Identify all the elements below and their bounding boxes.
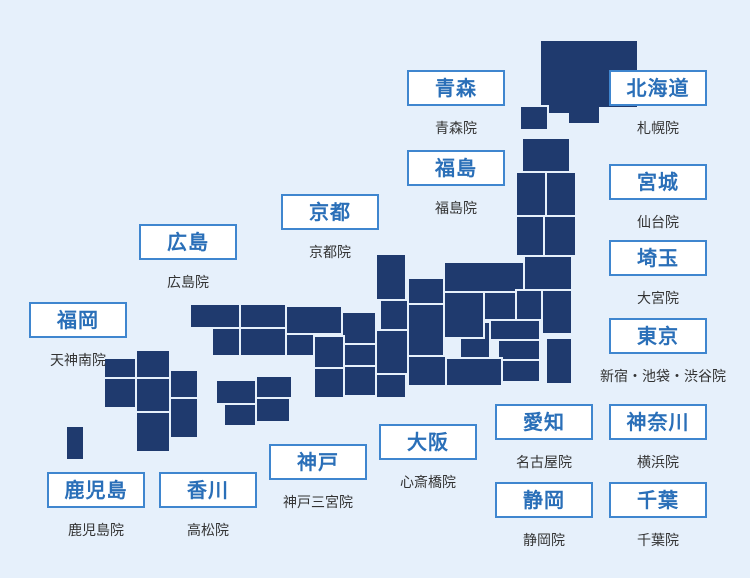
prefecture-shimane xyxy=(239,303,287,329)
prefecture-shizuoka xyxy=(445,357,503,387)
region-button-aomori[interactable]: 青森 xyxy=(407,70,505,106)
prefecture-tottori xyxy=(285,305,343,335)
prefecture-gunma xyxy=(483,291,517,321)
region-button-miyagi[interactable]: 宮城 xyxy=(609,164,707,200)
region-button-kagoshima[interactable]: 鹿児島 xyxy=(47,472,145,508)
region-chiba[interactable]: 千葉 千葉院 xyxy=(600,482,716,550)
clinic-label-miyagi: 仙台院 xyxy=(637,215,679,231)
clinic-label-hiroshima: 広島院 xyxy=(167,275,209,291)
prefecture-iwate xyxy=(545,171,577,217)
clinic-label-kyoto: 京都院 xyxy=(309,245,351,261)
hokkaido-peninsula xyxy=(519,105,549,131)
clinic-label-kagoshima: 鹿児島院 xyxy=(68,523,124,539)
prefecture-tokushima xyxy=(255,375,293,399)
prefecture-saitama xyxy=(489,319,541,341)
region-kagoshima[interactable]: 鹿児島 鹿児島院 xyxy=(38,472,154,540)
prefecture-fukui xyxy=(379,299,409,331)
region-fukuoka[interactable]: 福岡 天神南院 xyxy=(20,302,136,370)
prefecture-tochigi xyxy=(515,289,543,321)
region-kanagawa[interactable]: 神奈川 横浜院 xyxy=(600,404,716,472)
prefecture-aichi xyxy=(407,355,447,387)
clinic-label-chiba: 千葉院 xyxy=(637,533,679,549)
prefecture-ishikawa xyxy=(375,253,407,301)
region-button-fukushima[interactable]: 福島 xyxy=(407,150,505,186)
prefecture-shiga xyxy=(375,329,409,375)
region-fukushima[interactable]: 福島 福島院 xyxy=(398,150,514,218)
region-button-fukuoka[interactable]: 福岡 xyxy=(29,302,127,338)
prefecture-aomori xyxy=(521,137,571,173)
prefecture-toyama xyxy=(407,277,445,305)
region-button-saitama[interactable]: 埼玉 xyxy=(609,240,707,276)
region-button-tokyo[interactable]: 東京 xyxy=(609,318,707,354)
region-kobe[interactable]: 神戸 神戸三宮院 xyxy=(260,444,376,512)
prefecture-osaka xyxy=(343,343,377,367)
region-aomori[interactable]: 青森 青森院 xyxy=(398,70,514,138)
prefecture-ibaraki xyxy=(541,289,573,335)
prefecture-nagasaki xyxy=(103,377,137,409)
prefecture-kagoshima xyxy=(135,411,171,453)
prefecture-chiba xyxy=(545,337,573,385)
prefecture-akita xyxy=(515,171,547,217)
prefecture-kyoto xyxy=(341,311,377,345)
region-button-osaka[interactable]: 大阪 xyxy=(379,424,477,460)
region-shizuoka[interactable]: 静岡 静岡院 xyxy=(486,482,602,550)
prefecture-miyagi xyxy=(543,215,577,257)
clinic-label-aichi: 名古屋院 xyxy=(516,455,572,471)
prefecture-okayama xyxy=(285,333,315,357)
prefecture-ehime xyxy=(223,403,257,427)
region-osaka[interactable]: 大阪 心斎橋院 xyxy=(370,424,486,492)
region-button-hokkaido[interactable]: 北海道 xyxy=(609,70,707,106)
prefecture-tokyo xyxy=(497,339,541,361)
region-button-aichi[interactable]: 愛知 xyxy=(495,404,593,440)
prefecture-kochi xyxy=(255,397,291,423)
region-button-kanagawa[interactable]: 神奈川 xyxy=(609,404,707,440)
region-hokkaido[interactable]: 北海道 札幌院 xyxy=(600,70,716,138)
prefecture-kanagawa xyxy=(501,359,541,383)
clinic-label-hokkaido: 札幌院 xyxy=(637,121,679,137)
region-aichi[interactable]: 愛知 名古屋院 xyxy=(486,404,602,472)
clinic-label-tokyo: 新宿・池袋・渋谷院 xyxy=(600,369,726,385)
region-kagawa[interactable]: 香川 高松院 xyxy=(150,472,266,540)
region-button-kagawa[interactable]: 香川 xyxy=(159,472,257,508)
prefecture-mie xyxy=(375,373,407,399)
prefecture-yamaguchi-north xyxy=(189,303,241,329)
clinic-label-aomori: 青森院 xyxy=(435,121,477,137)
prefecture-kumamoto xyxy=(135,377,171,413)
clinic-label-fukushima: 福島院 xyxy=(435,201,477,217)
prefecture-oita xyxy=(169,369,199,399)
prefecture-miyazaki xyxy=(169,397,199,439)
prefecture-fukuoka xyxy=(135,349,171,379)
clinic-label-osaka: 心斎橋院 xyxy=(400,475,456,491)
clinic-label-kagawa: 高松院 xyxy=(187,523,229,539)
clinic-label-kobe: 神戸三宮院 xyxy=(283,495,353,511)
region-miyagi[interactable]: 宮城 仙台院 xyxy=(600,164,716,232)
prefecture-gifu xyxy=(407,303,445,357)
region-button-hiroshima[interactable]: 広島 xyxy=(139,224,237,260)
prefecture-yamaguchi xyxy=(211,327,241,357)
clinic-label-saitama: 大宮院 xyxy=(637,291,679,307)
prefecture-kagawa xyxy=(215,379,257,405)
prefecture-hiroshima xyxy=(239,327,287,357)
region-hiroshima[interactable]: 広島 広島院 xyxy=(130,224,246,292)
region-button-shizuoka[interactable]: 静岡 xyxy=(495,482,593,518)
region-button-kobe[interactable]: 神戸 xyxy=(269,444,367,480)
prefecture-nagano xyxy=(443,291,485,339)
region-button-chiba[interactable]: 千葉 xyxy=(609,482,707,518)
prefecture-nara xyxy=(343,365,377,397)
clinic-label-shizuoka: 静岡院 xyxy=(523,533,565,549)
prefecture-hyogo xyxy=(313,335,345,369)
prefecture-wakayama xyxy=(313,367,345,399)
prefecture-yamagata xyxy=(515,215,545,257)
region-button-kyoto[interactable]: 京都 xyxy=(281,194,379,230)
prefecture-niigata xyxy=(443,261,525,293)
region-tokyo[interactable]: 東京 新宿・池袋・渋谷院 xyxy=(600,318,726,386)
prefecture-fukushima xyxy=(523,255,573,291)
region-saitama[interactable]: 埼玉 大宮院 xyxy=(600,240,716,308)
region-kyoto[interactable]: 京都 京都院 xyxy=(272,194,388,262)
clinic-label-fukuoka: 天神南院 xyxy=(50,353,106,369)
prefecture-okinawa xyxy=(65,425,85,461)
clinic-label-kanagawa: 横浜院 xyxy=(637,455,679,471)
